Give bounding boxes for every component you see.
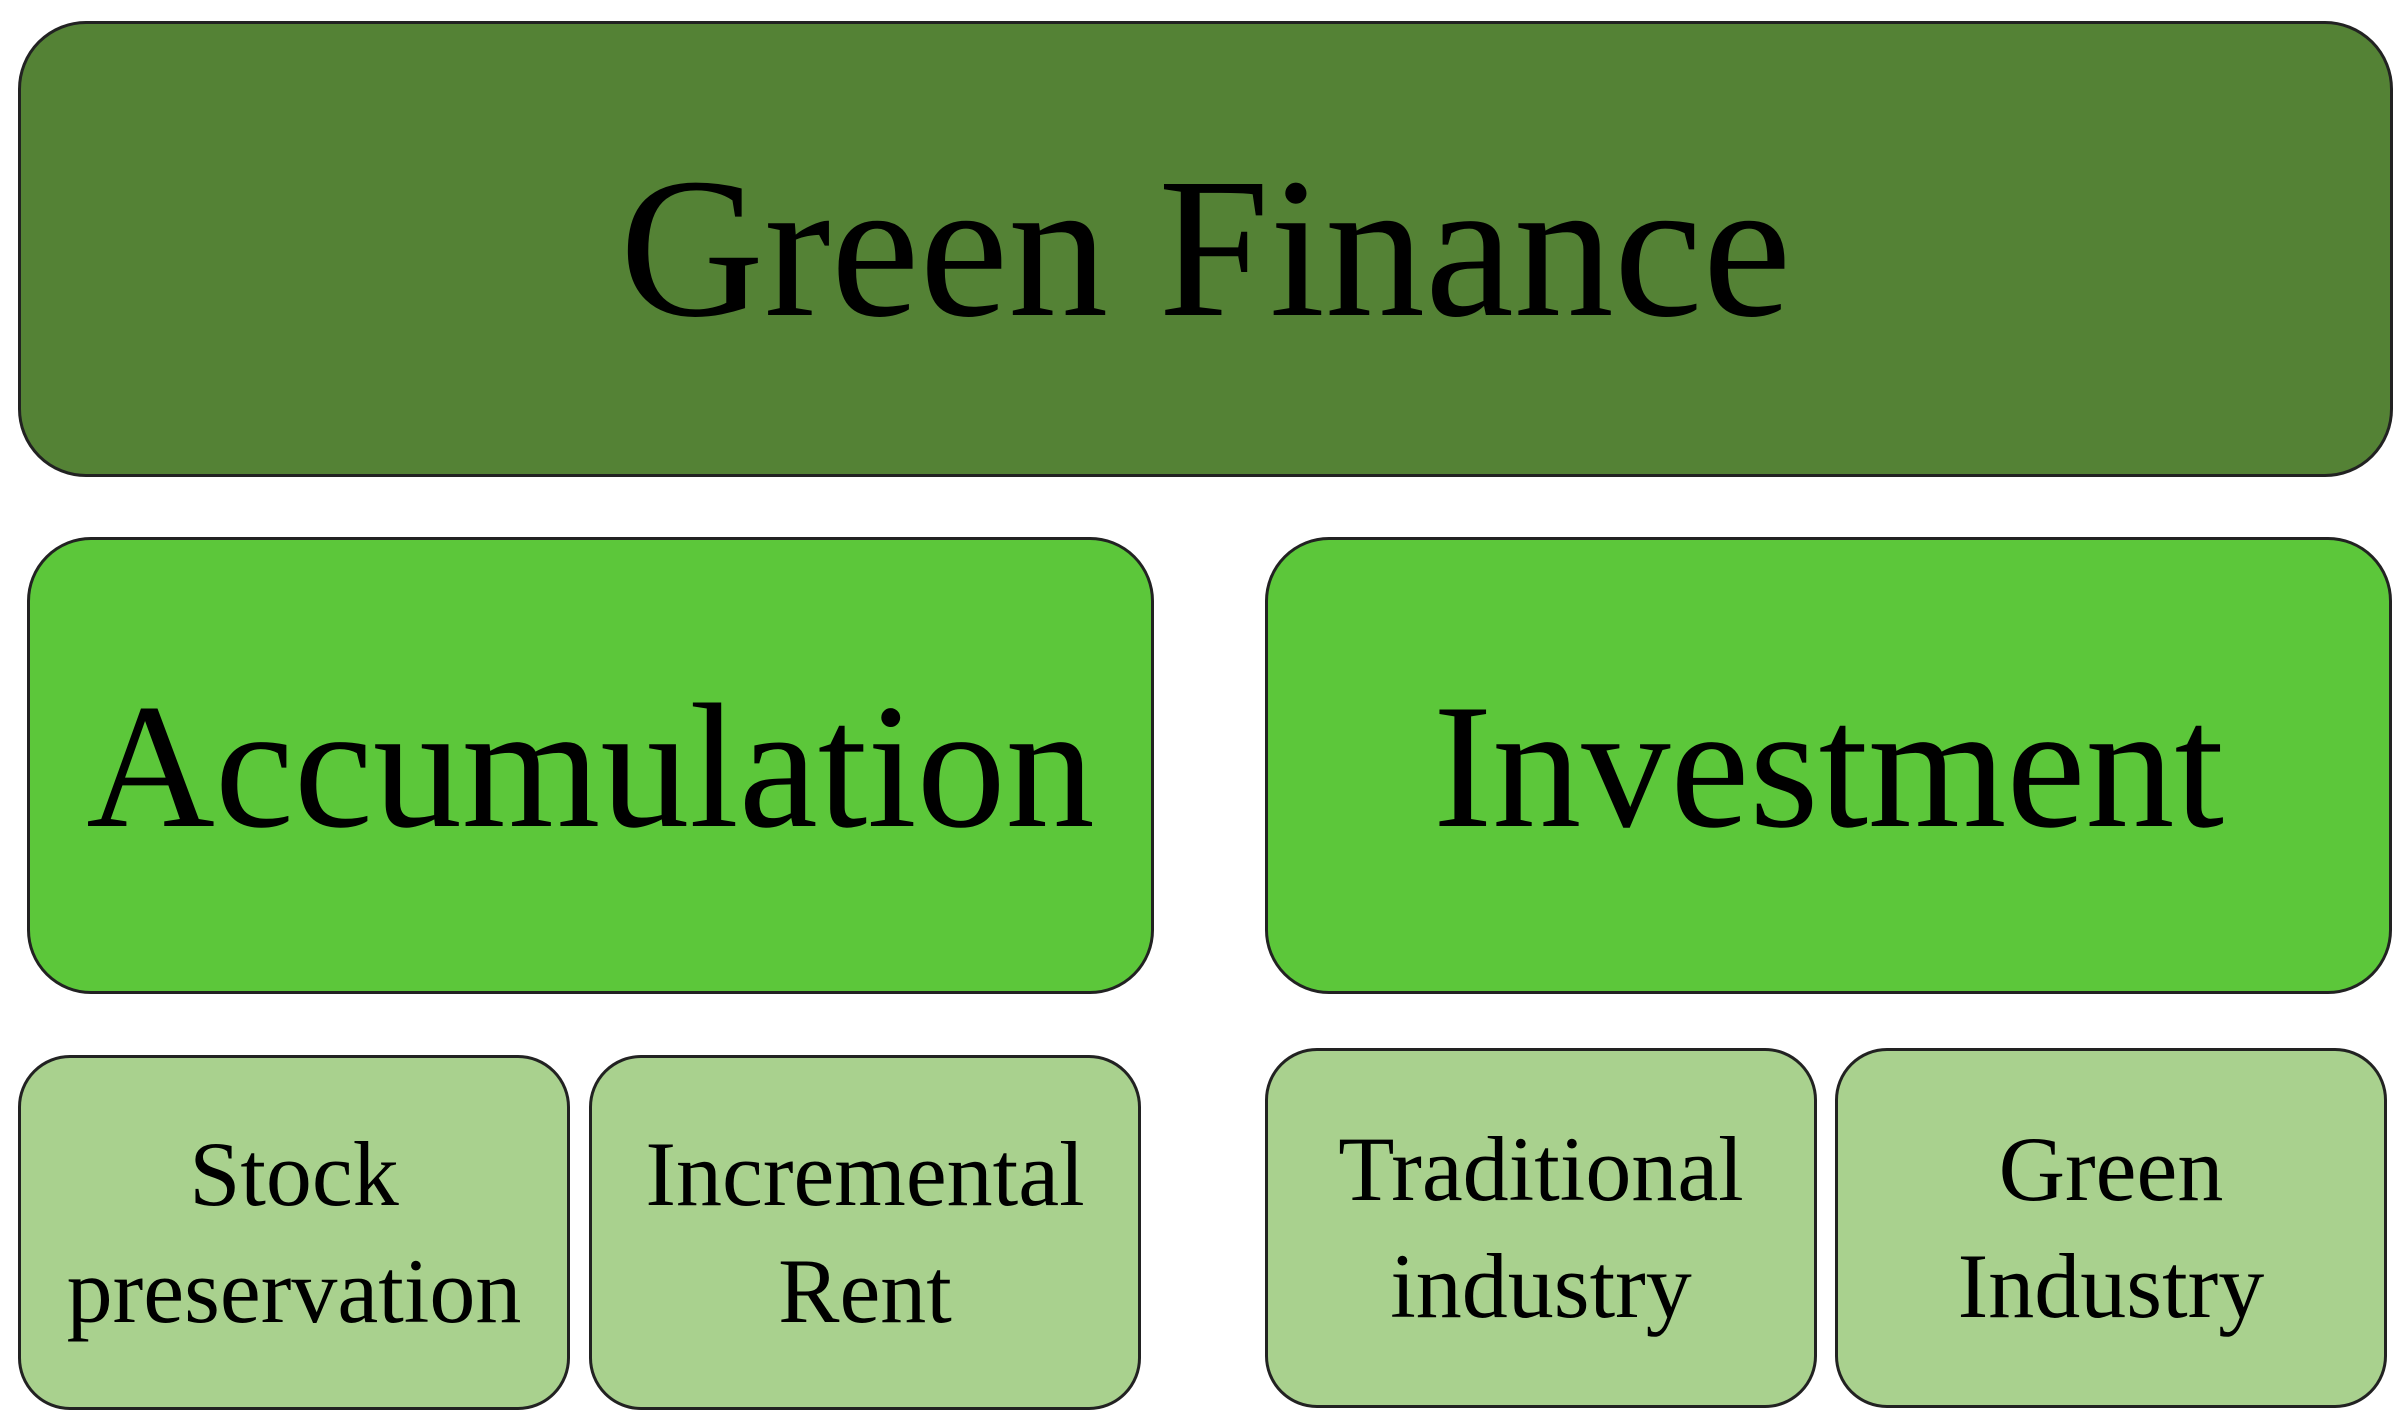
- green-industry-label: Green Industry: [1957, 1118, 2265, 1337]
- traditional-industry-box: Traditional industry: [1265, 1048, 1817, 1408]
- traditional-industry-label: Traditional industry: [1338, 1118, 1744, 1337]
- green-finance-box: Green Finance: [18, 21, 2393, 477]
- stock-preservation-box: Stock preservation: [18, 1055, 570, 1410]
- stock-preservation-label: Stock preservation: [66, 1122, 522, 1342]
- green-finance-label: Green Finance: [619, 138, 1792, 359]
- accumulation-label: Accumulation: [86, 666, 1095, 865]
- investment-box: Investment: [1265, 537, 2392, 994]
- investment-label: Investment: [1433, 666, 2224, 865]
- green-industry-box: Green Industry: [1835, 1048, 2387, 1408]
- incremental-rent-box: Incremental Rent: [589, 1055, 1141, 1410]
- incremental-rent-label: Incremental Rent: [645, 1122, 1085, 1342]
- accumulation-box: Accumulation: [27, 537, 1154, 994]
